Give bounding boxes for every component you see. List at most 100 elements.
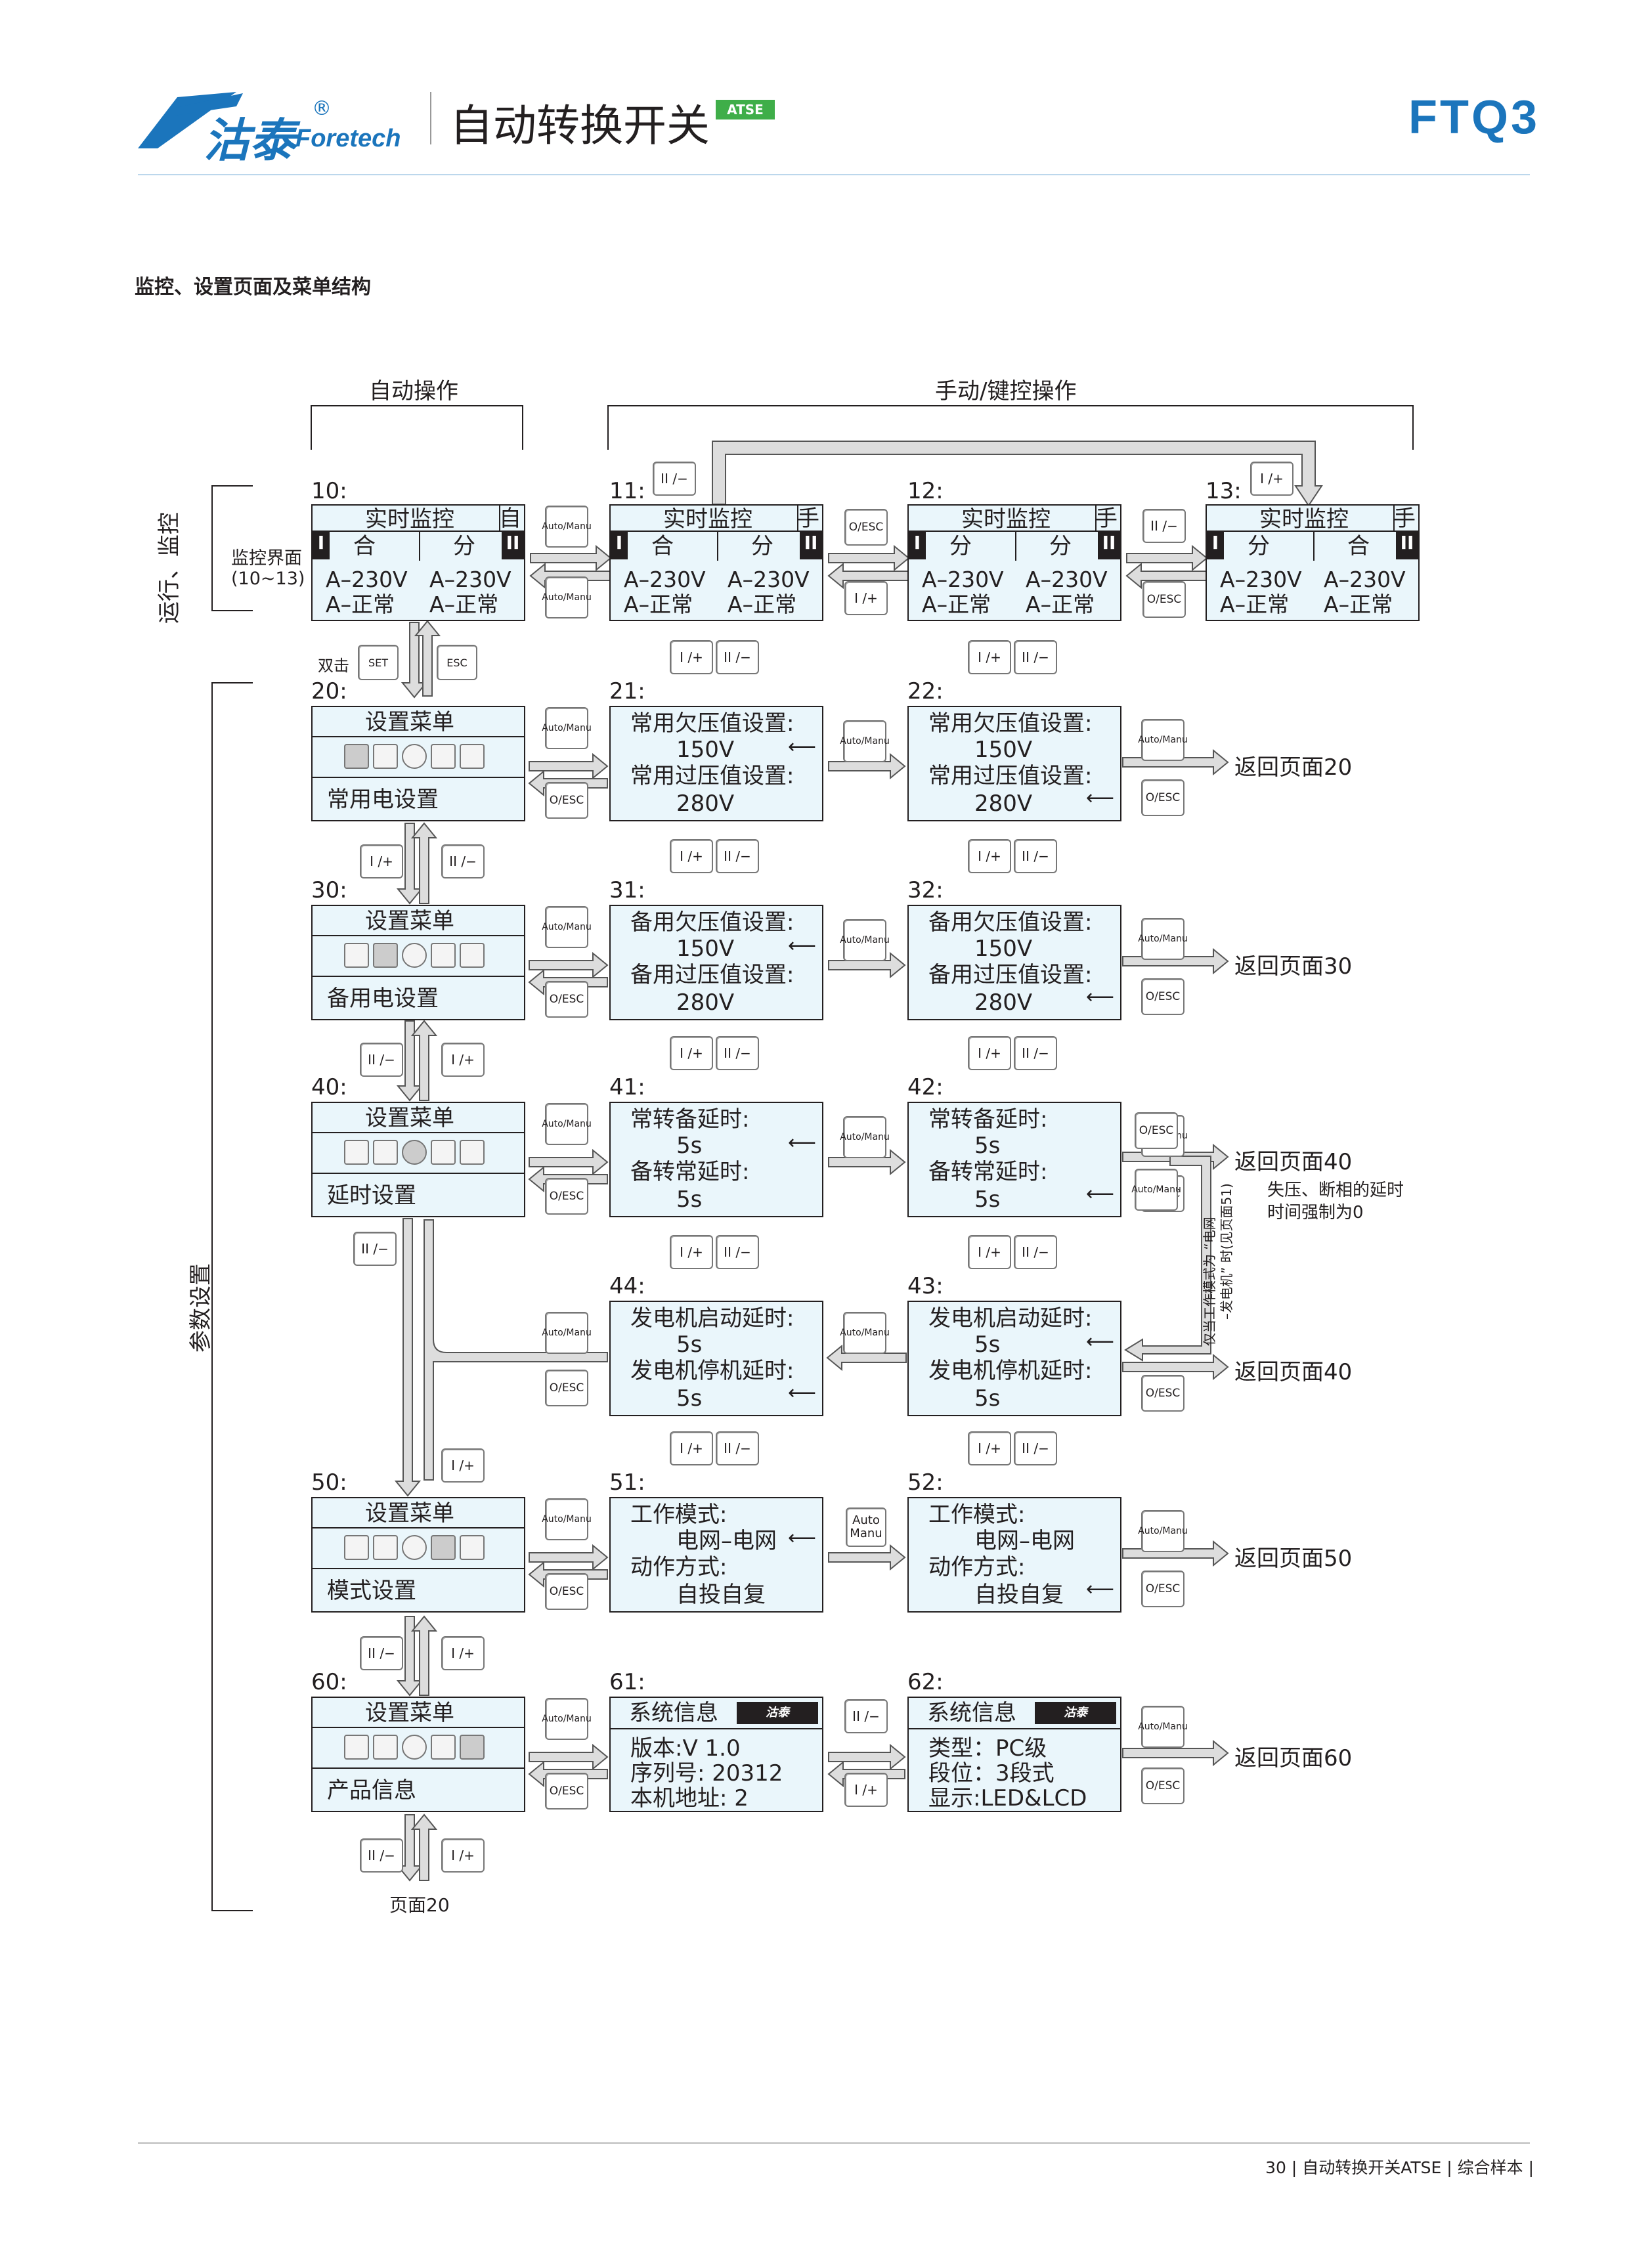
ii-minus-button[interactable]: II /− <box>1014 839 1057 873</box>
auto-manu-button[interactable]: Auto/Manu <box>542 707 592 749</box>
oesc-button[interactable]: O/ESC <box>844 509 888 546</box>
ii-minus-button[interactable]: II /− <box>716 1431 759 1465</box>
oesc-button[interactable]: O/ESC <box>545 1370 588 1406</box>
oesc-button[interactable]: O/ESC <box>545 1573 588 1610</box>
i-plus-button[interactable]: I /+ <box>441 1838 485 1873</box>
auto-manu-button[interactable]: Auto/Manu <box>542 906 592 948</box>
oesc-button[interactable]: O/ESC <box>1135 1112 1178 1149</box>
ii-minus-button[interactable]: II /− <box>441 844 485 878</box>
i-plus-button[interactable]: I /+ <box>670 839 713 873</box>
clock-icon <box>402 744 427 769</box>
oesc-button[interactable]: O/ESC <box>1141 1571 1185 1607</box>
ii-minus-button[interactable]: II /− <box>1014 1235 1057 1269</box>
i-plus-button[interactable]: I /+ <box>670 1431 713 1465</box>
setting-value-1: 150V <box>974 936 1033 962</box>
auto-manu-button[interactable]: Auto/Manu <box>840 919 890 961</box>
oesc-button[interactable]: O/ESC <box>545 1178 588 1215</box>
oesc-button[interactable]: O/ESC <box>1141 978 1185 1015</box>
ii-minus-button[interactable]: II /− <box>353 1232 397 1266</box>
auto-manu-button[interactable]: Auto/Manu <box>840 720 890 762</box>
auto-manu-button[interactable]: Auto/Manu <box>1138 719 1188 761</box>
auto-manu-button[interactable]: Auto/Manu <box>542 1498 592 1540</box>
ii-minus-button[interactable]: II /− <box>653 462 696 496</box>
auto-manu-button[interactable]: Auto/Manu <box>542 1698 592 1740</box>
ii-minus-button[interactable]: II /− <box>716 1235 759 1269</box>
oesc-button-label: O/ESC <box>1145 1779 1181 1792</box>
setting-label-2: 发电机停机延时: <box>630 1358 794 1384</box>
setting-value-2: 5s <box>676 1186 703 1213</box>
i-plus-button-label: I /+ <box>680 1244 703 1260</box>
auto-manu-button[interactable]: Auto/Manu <box>542 506 592 548</box>
esc-button[interactable]: ESC <box>437 645 477 680</box>
i-plus-button[interactable]: I /+ <box>844 1773 888 1807</box>
i-plus-button[interactable]: I /+ <box>441 1448 485 1483</box>
ii-minus-button[interactable]: II /− <box>1014 1431 1057 1465</box>
i-plus-button[interactable]: I /+ <box>968 1235 1011 1269</box>
i-plus-button[interactable]: I /+ <box>441 1043 485 1077</box>
ii-minus-button[interactable]: II /− <box>716 640 759 674</box>
auto-manu-button[interactable]: Auto/Manu <box>1138 918 1188 960</box>
auto-manu-button[interactable]: Auto/Manu <box>840 1312 890 1354</box>
generator-path-arrow <box>1124 1156 1211 1362</box>
i-plus-button[interactable]: I /+ <box>670 640 713 674</box>
menu-icons <box>344 1733 489 1762</box>
ii-minus-button[interactable]: II /− <box>1142 509 1186 543</box>
power-source-1-icon <box>344 943 369 968</box>
ii-minus-button[interactable]: II /− <box>1014 640 1057 674</box>
mode-box <box>499 506 524 531</box>
i-plus-button[interactable]: I /+ <box>360 844 403 878</box>
auto-manu-button[interactable]: Auto/Manu <box>542 1103 592 1145</box>
power-source-1-icon <box>344 1735 369 1760</box>
switch-state-2: 分 <box>1049 533 1072 559</box>
i-plus-button[interactable]: I /+ <box>968 640 1011 674</box>
power-source-2-icon <box>373 1735 398 1760</box>
i-plus-button[interactable]: I /+ <box>968 839 1011 873</box>
oesc-button[interactable]: O/ESC <box>1141 779 1185 816</box>
i-plus-button[interactable]: I /+ <box>968 1431 1011 1465</box>
i-plus-button[interactable]: I /+ <box>1250 462 1293 496</box>
logo-swoosh-icon <box>138 92 243 148</box>
screen-divider <box>313 1727 524 1728</box>
ii-minus-button[interactable]: II /− <box>360 1043 403 1077</box>
menu-title: 设置菜单 <box>365 1105 454 1131</box>
setting-label-2: 动作方式: <box>928 1554 1026 1580</box>
auto-manu-button[interactable]: Auto/Manu <box>1131 1169 1181 1211</box>
auto-manu-button-label: Auto/Manu <box>542 592 592 603</box>
i-plus-button[interactable]: I /+ <box>968 1036 1011 1070</box>
mail-icon <box>460 1735 485 1760</box>
oesc-button[interactable]: O/ESC <box>545 782 588 819</box>
ii-minus-button[interactable]: II /− <box>360 1636 403 1670</box>
oesc-button[interactable]: O/ESC <box>1142 581 1186 618</box>
ii-minus-button[interactable]: II /− <box>716 1036 759 1070</box>
set-button[interactable]: SET <box>358 645 399 680</box>
mode-box <box>1095 506 1120 531</box>
ii-minus-button[interactable]: II /− <box>1014 1036 1057 1070</box>
oesc-button[interactable]: O/ESC <box>545 981 588 1018</box>
oesc-button[interactable]: O/ESC <box>1141 1767 1185 1804</box>
auto-manu-button[interactable]: Auto/Manu <box>542 576 592 618</box>
i-plus-button[interactable]: I /+ <box>441 1636 485 1670</box>
monitor-number: 13: <box>1206 478 1242 504</box>
auto-manu-button[interactable]: Auto/Manu <box>1138 1510 1188 1552</box>
settings-menu-screen: 设置菜单常用电设置 <box>311 706 525 821</box>
ii-minus-button[interactable]: II /− <box>844 1699 888 1733</box>
oesc-button[interactable]: O/ESC <box>1141 1375 1185 1412</box>
auto-manu-button[interactable]: Auto/Manu <box>542 1312 592 1354</box>
tools-icon <box>431 943 456 968</box>
ii-minus-button[interactable]: II /− <box>716 839 759 873</box>
i-plus-button[interactable]: I /+ <box>670 1036 713 1070</box>
i-plus-button[interactable]: I /+ <box>670 1235 713 1269</box>
power-source-1-icon <box>344 1535 369 1560</box>
oesc-button[interactable]: O/ESC <box>545 1773 588 1810</box>
i-plus-button[interactable]: I /+ <box>844 581 888 615</box>
auto-manu-button[interactable]: Auto/Manu <box>1138 1706 1188 1748</box>
auto-manu-button[interactable]: Auto/Manu <box>840 1116 890 1158</box>
setting-label-1: 常用欠压值设置: <box>928 710 1093 737</box>
ii-minus-button[interactable]: II /− <box>360 1838 403 1873</box>
info-number: 61: <box>609 1669 645 1695</box>
auto-manu-button-label: Auto/Manu <box>1138 735 1188 745</box>
